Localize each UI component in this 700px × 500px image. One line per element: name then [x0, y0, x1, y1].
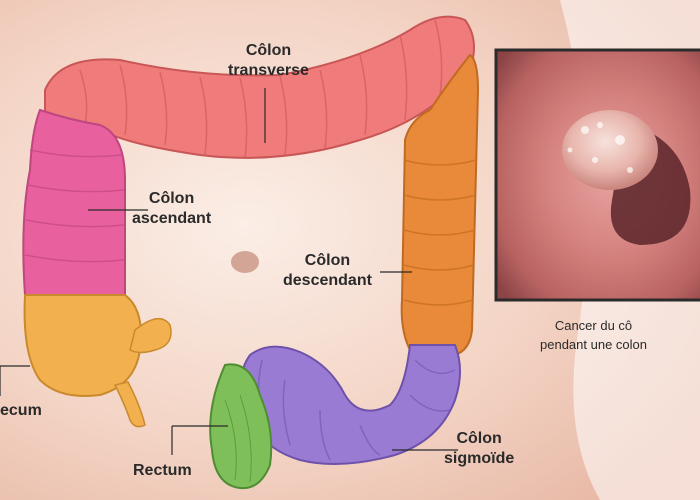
- descending-colon: [400, 53, 480, 357]
- transverse-haustra: [79, 19, 443, 159]
- label-transverse-colon: Côlon transverse: [228, 42, 309, 79]
- ascending-colon: [22, 108, 126, 296]
- rectum-folds: [224, 394, 252, 483]
- inset-caption: Cancer du cô pendant une colon: [540, 316, 647, 354]
- label-descending-colon: Côlon descendant: [283, 252, 372, 289]
- tumor-highlights: [567, 122, 633, 173]
- label-caecum: ecum: [0, 402, 42, 419]
- tumor-mass: [562, 110, 658, 190]
- label-sigmoid-colon: Côlon sigmoïde: [444, 430, 515, 467]
- ascending-haustra: [24, 149, 125, 263]
- label-rectum: Rectum: [133, 462, 192, 479]
- inset-caption-line2: pendant une colon: [540, 337, 647, 352]
- inset-caption-line1: Cancer du cô: [554, 318, 633, 333]
- endoscopy-inset: [494, 48, 700, 302]
- caecum: [23, 294, 142, 397]
- label-ascending-colon: Côlon ascendant: [132, 190, 212, 227]
- leader-lines: [0, 88, 458, 455]
- rectum: [209, 363, 273, 490]
- descending-haustra: [403, 159, 477, 306]
- navel: [231, 251, 259, 273]
- appendix: [113, 317, 172, 428]
